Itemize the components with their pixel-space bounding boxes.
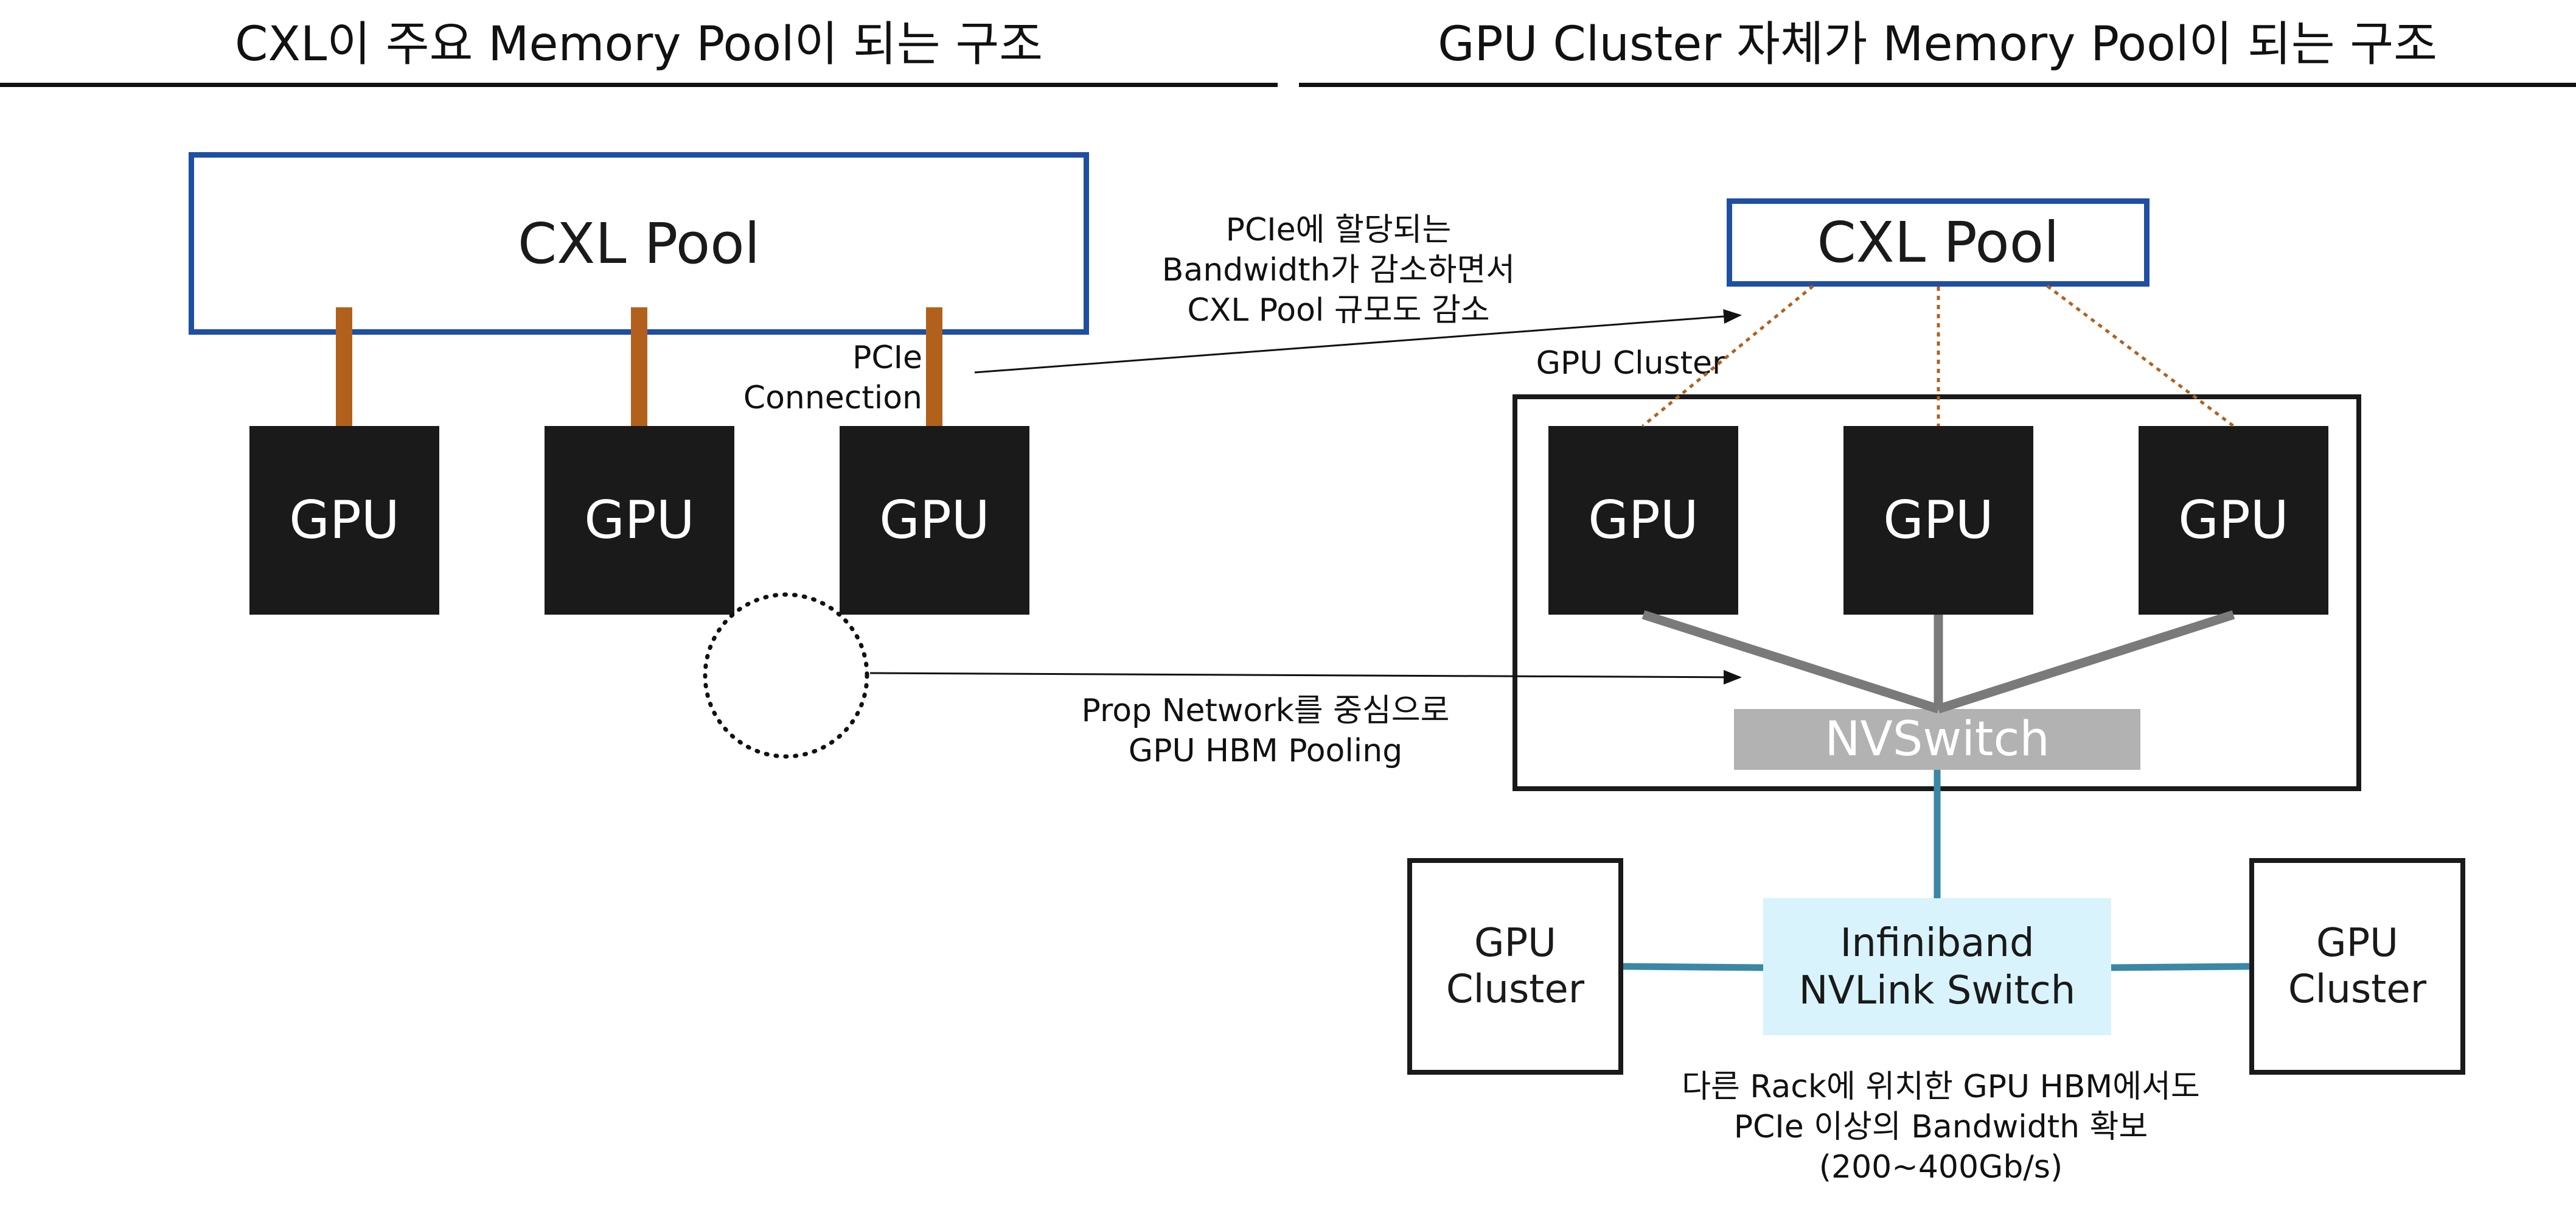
pcie-connector-1 <box>336 307 352 429</box>
right-gpu-2-label: GPU <box>1883 490 1994 551</box>
left-gpu-1: GPU <box>249 426 439 615</box>
infiniband-left-link <box>1623 963 1764 971</box>
pcie-bandwidth-note: PCIe에 할당되는 Bandwidth가 감소하면서 CXL Pool 규모도… <box>1144 210 1533 330</box>
right-gpu-cluster-box: GPU Cluster <box>2249 858 2465 1075</box>
right-panel-title: GPU Cluster 자체가 Memory Pool이 되는 구조 <box>1438 17 2437 72</box>
right-cluster-line-2: Cluster <box>2288 967 2427 1012</box>
rack-bandwidth-note: 다른 Rack에 위치한 GPU HBM에서도 PCIe 이상의 Bandwid… <box>1594 1067 2288 1187</box>
nvlink-line-3 <box>1937 610 2235 714</box>
left-panel-title: CXL이 주요 Memory Pool이 되는 구조 <box>235 17 1043 72</box>
left-title-rule <box>0 83 1278 87</box>
right-cxl-pool-box: CXL Pool <box>1727 198 2150 287</box>
left-gpu-1-label: GPU <box>289 490 400 551</box>
pcie-connection-line-2: Connection <box>743 380 922 416</box>
rack-note-line-1: 다른 Rack에 위치한 GPU HBM에서도 <box>1682 1069 2200 1105</box>
pcie-connector-2 <box>631 307 647 429</box>
left-gpu-2: GPU <box>545 426 734 615</box>
right-gpu-1-label: GPU <box>1588 490 1699 551</box>
pcie-note-line-2: Bandwidth가 감소하면서 <box>1161 252 1516 288</box>
nvswitch-label: NVSwitch <box>1825 712 2050 767</box>
left-gpu-2-label: GPU <box>584 490 695 551</box>
hbm-pool-circle <box>703 592 869 759</box>
left-cxl-pool-box: CXL Pool <box>189 152 1089 335</box>
right-cxl-pool-label: CXL Pool <box>1817 210 2059 275</box>
rack-note-line-3: (200~400Gb/s) <box>1819 1149 2063 1185</box>
infiniband-nvlink-switch: Infiniband NVLink Switch <box>1763 898 2111 1035</box>
left-gpu-3: GPU <box>840 426 1029 615</box>
right-gpu-3: GPU <box>2139 426 2328 615</box>
hbm-pooling-note: Prop Network를 중심으로 GPU HBM Pooling <box>1059 691 1472 771</box>
right-gpu-2: GPU <box>1843 426 2033 615</box>
cxl-dotted-link-3 <box>2046 285 2235 427</box>
left-gpu-cluster-box: GPU Cluster <box>1407 858 1623 1075</box>
pcie-note-line-3: CXL Pool 규모도 감소 <box>1187 292 1490 329</box>
gpu-cluster-label: GPU Cluster <box>1536 345 1725 382</box>
pcie-connection-line-1: PCIe <box>852 340 922 376</box>
right-gpu-3-label: GPU <box>2178 490 2289 551</box>
left-cluster-line-1: GPU <box>1474 921 1557 966</box>
left-gpu-3-label: GPU <box>879 490 990 551</box>
network-arrow <box>869 669 1742 685</box>
hbm-note-line-2: GPU HBM Pooling <box>1128 733 1403 769</box>
ib-switch-line-1: Infiniband <box>1840 920 2035 966</box>
nvlink-line-1 <box>1641 610 1940 714</box>
cxl-dotted-link-1 <box>1641 285 1814 427</box>
hbm-note-line-1: Prop Network를 중심으로 <box>1081 693 1450 729</box>
right-title-rule <box>1299 83 2576 87</box>
right-cluster-line-1: GPU <box>2316 921 2399 966</box>
right-gpu-1: GPU <box>1548 426 1738 615</box>
rack-note-line-2: PCIe 이상의 Bandwidth 확보 <box>1733 1109 2148 1145</box>
pcie-arrow <box>974 309 1742 374</box>
ib-switch-line-2: NVLink Switch <box>1798 968 2076 1013</box>
left-cluster-line-2: Cluster <box>1446 967 1585 1012</box>
pcie-connector-3 <box>926 307 942 429</box>
nvswitch-box: NVSwitch <box>1734 709 2140 770</box>
left-cxl-pool-label: CXL Pool <box>517 211 761 276</box>
pcie-connection-label: PCIe Connection <box>718 338 922 418</box>
pcie-note-line-1: PCIe에 할당되는 <box>1225 212 1452 248</box>
infiniband-right-link <box>2111 963 2250 971</box>
